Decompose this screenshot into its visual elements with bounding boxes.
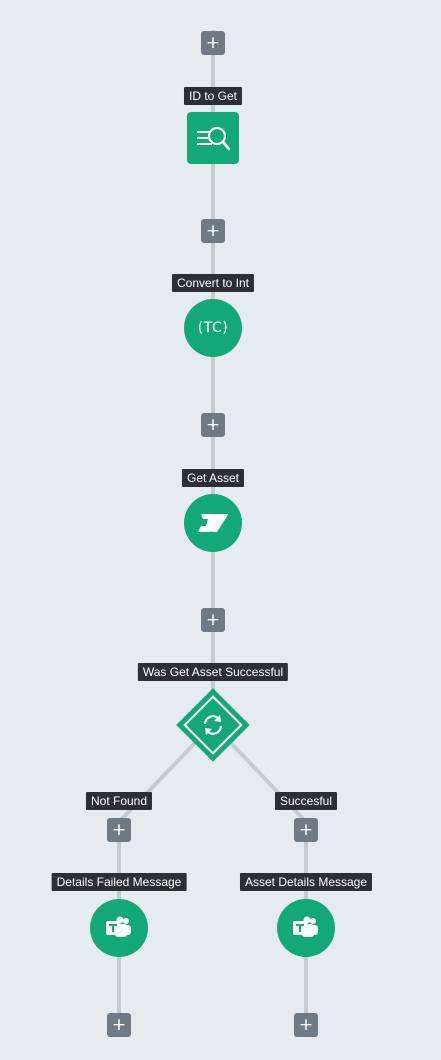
- main-connector: [211, 30, 215, 710]
- add-step-button[interactable]: +: [201, 608, 225, 632]
- node-id-to-get[interactable]: [187, 112, 239, 164]
- transform-icon: (TC): [197, 320, 229, 336]
- add-step-button[interactable]: +: [107, 818, 131, 842]
- node-label-details-failed-message: Details Failed Message: [51, 873, 187, 891]
- add-step-button[interactable]: +: [201, 413, 225, 437]
- node-label-get-asset: Get Asset: [181, 469, 245, 487]
- node-label-was-get-asset-successful: Was Get Asset Successful: [137, 663, 289, 681]
- node-get-asset[interactable]: [184, 494, 242, 552]
- branch-label-not-found: Not Found: [85, 792, 153, 810]
- branch-label-succesful: Succesful: [274, 792, 338, 810]
- add-step-button[interactable]: +: [107, 1013, 131, 1037]
- node-label-id-to-get: ID to Get: [183, 87, 243, 105]
- add-step-button[interactable]: +: [201, 31, 225, 55]
- node-label-asset-details-message: Asset Details Message: [239, 873, 373, 891]
- add-step-button[interactable]: +: [294, 1013, 318, 1037]
- teams-icon: [293, 916, 318, 937]
- d7-logo-icon: [198, 514, 228, 532]
- search-list-icon: [197, 126, 231, 151]
- node-label-convert-to-int: Convert to Int: [171, 274, 255, 292]
- add-step-button[interactable]: +: [201, 219, 225, 243]
- add-step-button[interactable]: +: [294, 818, 318, 842]
- teams-icon: [106, 916, 131, 937]
- node-convert-to-int[interactable]: (TC): [184, 299, 242, 357]
- node-details-failed-message[interactable]: [90, 899, 148, 957]
- node-asset-details-message[interactable]: [277, 899, 335, 957]
